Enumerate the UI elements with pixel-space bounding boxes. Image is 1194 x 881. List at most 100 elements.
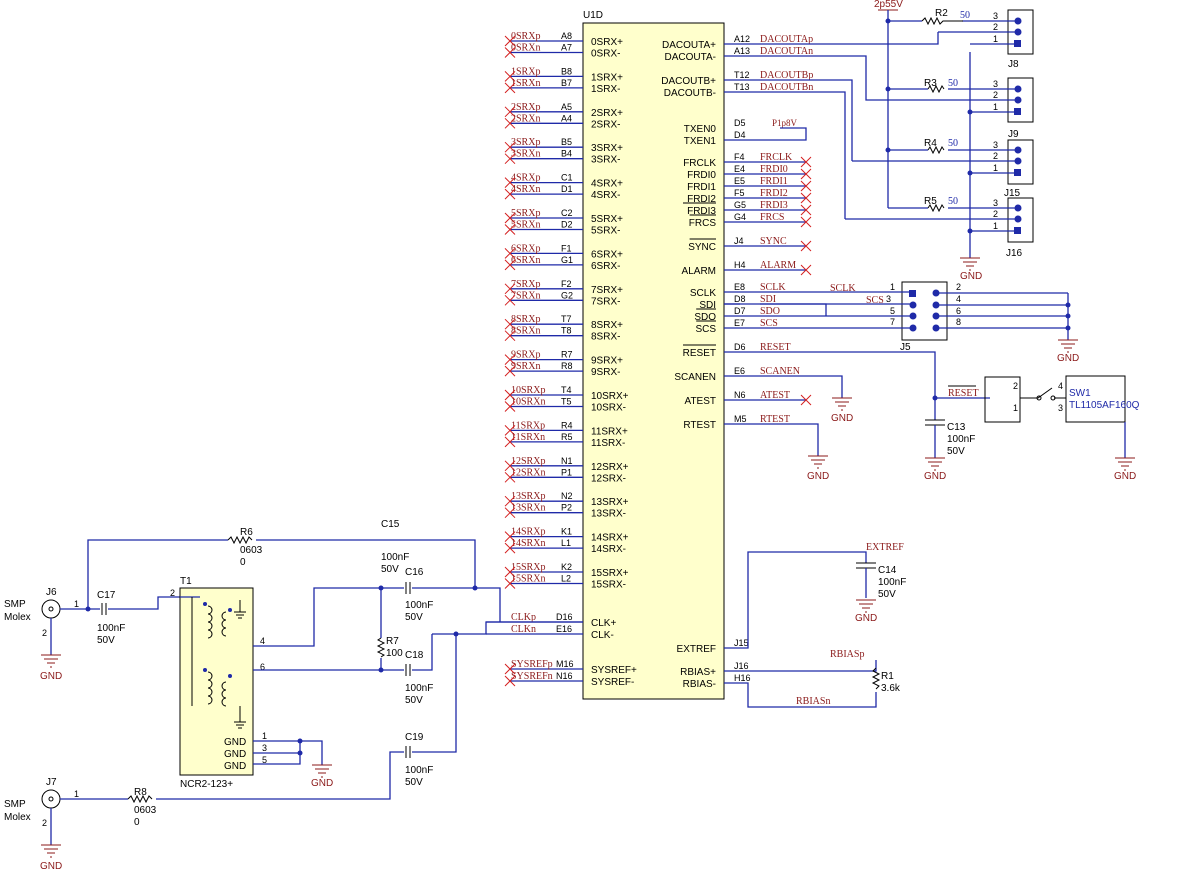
svg-text:R5: R5 <box>561 432 573 442</box>
svg-text:6SRX-: 6SRX- <box>591 261 620 272</box>
svg-text:R4: R4 <box>924 138 937 149</box>
svg-text:14SRX+: 14SRX+ <box>591 533 629 544</box>
reset-switch-block: RESET 2 1 4 3 SW1 TL1105AF160Q GND C13 1… <box>724 351 1140 482</box>
svg-text:15SRXp: 15SRXp <box>511 562 545 573</box>
svg-text:D16: D16 <box>556 612 573 622</box>
svg-text:7SRX-: 7SRX- <box>591 296 620 307</box>
svg-text:T8: T8 <box>561 326 572 336</box>
j6-mfr: Molex <box>4 612 31 623</box>
svg-text:RBIAS+: RBIAS+ <box>680 667 716 678</box>
svg-text:3SRX-: 3SRX- <box>591 155 620 166</box>
svg-text:9SRX-: 9SRX- <box>591 367 620 378</box>
svg-text:11SRXp: 11SRXp <box>511 420 545 431</box>
c16-ref: C16 <box>405 567 424 578</box>
svg-text:GND: GND <box>224 749 246 760</box>
svg-text:3: 3 <box>1058 403 1063 413</box>
svg-text:SDO: SDO <box>694 312 716 323</box>
svg-text:A13: A13 <box>734 46 750 56</box>
svg-text:FRCS: FRCS <box>689 218 717 229</box>
svg-text:11SRX-: 11SRX- <box>591 438 625 449</box>
svg-text:SDI: SDI <box>699 300 716 311</box>
svg-text:F5: F5 <box>734 188 745 198</box>
svg-text:50V: 50V <box>405 695 423 706</box>
svg-text:ATEST: ATEST <box>685 396 716 407</box>
svg-text:P2: P2 <box>561 503 572 513</box>
svg-text:2SRXp: 2SRXp <box>511 102 540 113</box>
svg-text:DACOUTBp: DACOUTBp <box>760 70 813 81</box>
svg-text:RBIAS-: RBIAS- <box>683 679 716 690</box>
svg-text:2SRX+: 2SRX+ <box>591 108 623 119</box>
svg-text:50V: 50V <box>381 564 399 575</box>
svg-text:1SRX+: 1SRX+ <box>591 72 623 83</box>
r8-ref: R8 <box>134 787 147 798</box>
svg-text:DACOUTAp: DACOUTAp <box>760 34 813 45</box>
svg-text:RTEST: RTEST <box>760 414 790 425</box>
svg-text:D2: D2 <box>561 220 573 230</box>
svg-text:N16: N16 <box>556 671 573 681</box>
svg-text:F1: F1 <box>561 243 572 253</box>
svg-text:J16: J16 <box>734 661 749 671</box>
svg-text:SCLK: SCLK <box>830 283 856 294</box>
svg-text:6SRXp: 6SRXp <box>511 243 540 254</box>
svg-text:CLKp: CLKp <box>511 612 536 623</box>
svg-text:TXEN1: TXEN1 <box>684 136 717 147</box>
svg-text:2: 2 <box>993 151 998 161</box>
j8-ref: J8 <box>1008 59 1019 70</box>
svg-text:A5: A5 <box>561 102 572 112</box>
svg-text:SDO: SDO <box>760 306 780 317</box>
svg-text:B8: B8 <box>561 66 572 76</box>
svg-text:E4: E4 <box>734 164 745 174</box>
svg-text:ALARM: ALARM <box>760 260 796 271</box>
svg-text:P1p8V: P1p8V <box>772 118 798 128</box>
c19-ref: C19 <box>405 732 424 743</box>
svg-text:B5: B5 <box>561 137 572 147</box>
svg-text:15SRX+: 15SRX+ <box>591 568 629 579</box>
svg-text:G4: G4 <box>734 212 746 222</box>
svg-text:R4: R4 <box>561 420 573 430</box>
svg-text:FRCLK: FRCLK <box>760 152 793 163</box>
svg-text:T4: T4 <box>561 385 572 395</box>
svg-text:E16: E16 <box>556 624 572 634</box>
c17-ref: C17 <box>97 590 116 601</box>
svg-text:3SRXn: 3SRXn <box>511 149 540 160</box>
svg-text:5SRXn: 5SRXn <box>511 220 540 231</box>
svg-text:N1: N1 <box>561 456 573 466</box>
svg-text:1: 1 <box>74 599 79 609</box>
svg-text:100nF: 100nF <box>878 577 906 588</box>
svg-text:6: 6 <box>956 306 961 316</box>
svg-text:SCS: SCS <box>760 318 778 329</box>
svg-text:E8: E8 <box>734 282 745 292</box>
svg-text:R3: R3 <box>924 78 937 89</box>
svg-text:C1: C1 <box>561 173 573 183</box>
svg-text:R2: R2 <box>935 8 948 19</box>
svg-text:2: 2 <box>42 818 47 828</box>
svg-text:1: 1 <box>993 102 998 112</box>
extref-block: EXTREF C14 100nF 50V GND <box>724 542 906 649</box>
svg-text:50V: 50V <box>405 612 423 623</box>
svg-text:1SRXn: 1SRXn <box>511 78 540 89</box>
svg-text:50V: 50V <box>405 777 423 788</box>
r1-ref: R1 <box>881 671 894 682</box>
svg-text:2: 2 <box>170 588 175 598</box>
svg-text:9SRXp: 9SRXp <box>511 350 540 361</box>
svg-text:3: 3 <box>886 294 891 304</box>
svg-text:10SRXp: 10SRXp <box>511 385 545 396</box>
svg-text:T7: T7 <box>561 314 572 324</box>
